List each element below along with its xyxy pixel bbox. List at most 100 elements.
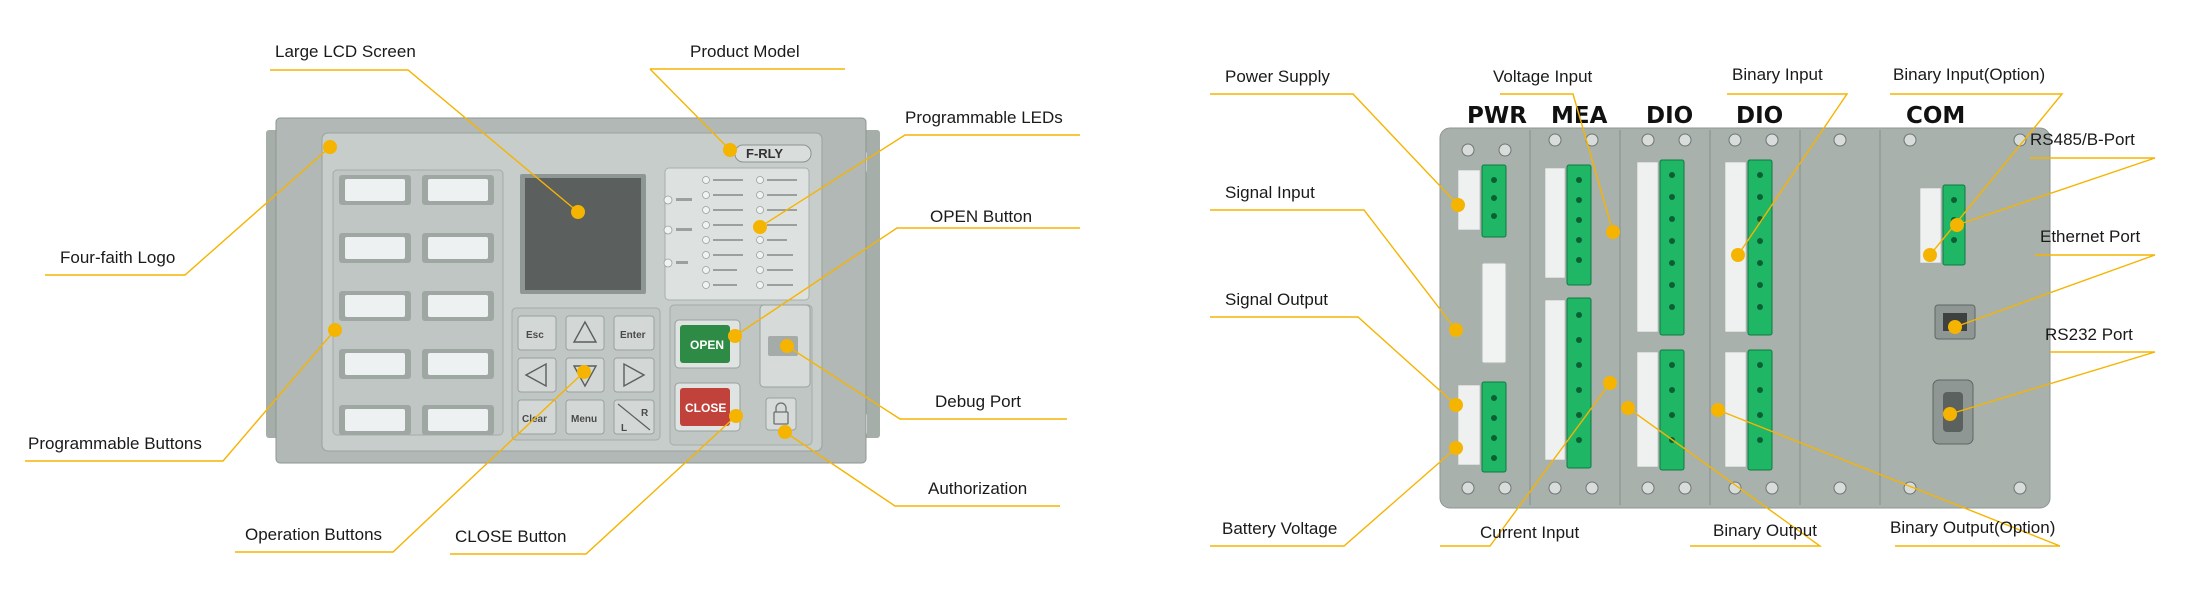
callout-line-close (450, 415, 737, 555)
label-programmable-buttons: Programmable Buttons (28, 434, 202, 453)
label-binary-input-option: Binary Input(Option) (1893, 65, 2045, 84)
screw (1728, 133, 1742, 147)
callout-dot (1948, 320, 1962, 334)
callout-dot (1449, 398, 1463, 412)
lock-shackle (775, 402, 787, 412)
screws (1461, 133, 2027, 495)
terminal-label-strips (1457, 161, 1942, 468)
terminal-block[interactable] (1659, 349, 1685, 471)
callout-line-ethernet (1954, 254, 2156, 328)
screw (1678, 133, 1692, 147)
lock-icon (773, 411, 789, 425)
led-indicator (663, 195, 673, 205)
terminal-block[interactable] (1566, 164, 1592, 286)
led-panel (664, 167, 810, 301)
led-indicator (756, 281, 764, 289)
lcd-screen (525, 178, 641, 290)
callout-dot (323, 140, 337, 154)
screw (1461, 481, 1475, 495)
led-indicator (702, 221, 710, 229)
callout-line-debug (786, 345, 1067, 420)
rear-callout-labels: Power Supply Voltage Input Binary Input … (1222, 65, 2140, 542)
right-arrow-icon (623, 362, 646, 388)
up-arrow-icon (572, 320, 598, 343)
label-close-button: CLOSE Button (455, 527, 567, 546)
screw (1548, 133, 1562, 147)
open-button[interactable] (680, 325, 730, 363)
callout-line-power (1210, 93, 1459, 206)
terminal-block[interactable] (1481, 381, 1507, 473)
screw (1833, 481, 1847, 495)
callout-line-model-leader (649, 68, 731, 151)
terminal-block[interactable] (1747, 349, 1773, 471)
terminal-block[interactable] (1659, 159, 1685, 336)
prog-button-face (345, 237, 405, 259)
esc-key[interactable] (517, 315, 557, 351)
led-indicator (663, 258, 673, 268)
label-binary-input: Binary Input (1732, 65, 1823, 84)
label-operation-buttons: Operation Buttons (245, 525, 382, 544)
led-indicator (756, 176, 764, 184)
prog-button-face (345, 409, 405, 431)
led-indicator (702, 206, 710, 214)
led-indicator (702, 176, 710, 184)
left-arrow-icon (524, 362, 547, 388)
module-dividers (1529, 130, 1881, 505)
enter-key-label: Enter (620, 330, 646, 341)
callout-dot (1621, 401, 1635, 415)
label-power-supply: Power Supply (1225, 67, 1330, 86)
prog-button-face (428, 295, 488, 317)
led-indicator (756, 206, 764, 214)
callout-line-current (1440, 382, 1611, 547)
callout-dot (780, 339, 794, 353)
terminal-block[interactable] (1747, 159, 1773, 336)
screw (1641, 481, 1655, 495)
screw (1585, 481, 1599, 495)
prog-button-face (345, 179, 405, 201)
callout-dot (577, 365, 591, 379)
label-rs485-port: RS485/B-Port (2030, 130, 2135, 149)
prog-button-face (428, 237, 488, 259)
enter-key[interactable] (613, 315, 655, 351)
left-key[interactable] (517, 357, 557, 393)
terminal-block[interactable] (1566, 297, 1592, 469)
led-indicator (702, 251, 710, 259)
callout-line-rs232 (1949, 351, 2156, 415)
callout-dot (729, 409, 743, 423)
led-indicator (702, 281, 710, 289)
label-authorization: Authorization (928, 479, 1027, 498)
callout-line-signal-output (1210, 316, 1457, 406)
label-voltage-input: Voltage Input (1493, 67, 1593, 86)
label-debug-port: Debug Port (935, 392, 1021, 411)
callout-dot (1449, 323, 1463, 337)
l-key-label: L (621, 423, 627, 434)
label-binary-output-option: Binary Output(Option) (1890, 518, 2055, 537)
callout-dot (328, 323, 342, 337)
led-indicator (756, 236, 764, 244)
menu-key[interactable] (565, 399, 605, 435)
callout-line-battery (1210, 447, 1457, 547)
label-four-faith-logo: Four-faith Logo (60, 248, 175, 267)
label-strip (1481, 262, 1507, 364)
close-button[interactable] (680, 388, 730, 426)
callout-dot (728, 329, 742, 343)
module-label-com: COM (1906, 103, 1965, 129)
label-battery-voltage: Battery Voltage (1222, 519, 1337, 538)
programmable-buttons (332, 169, 504, 436)
open-button-label: OPEN (690, 338, 724, 352)
callout-dot (1950, 218, 1964, 232)
label-programmable-leds: Programmable LEDs (905, 108, 1063, 127)
callout-dot (1923, 248, 1937, 262)
screw (1641, 133, 1655, 147)
callout-lines (25, 68, 2156, 555)
screw (1765, 133, 1779, 147)
prog-button-face (428, 409, 488, 431)
close-button-label: CLOSE (685, 401, 726, 415)
r-key-label: R (641, 408, 649, 419)
module-label-pwr: PWR (1467, 103, 1527, 129)
prog-button-face (345, 295, 405, 317)
callout-dot (753, 220, 767, 234)
screw (1461, 143, 1475, 157)
label-current-input: Current Input (1480, 523, 1579, 542)
right-key[interactable] (613, 357, 655, 393)
